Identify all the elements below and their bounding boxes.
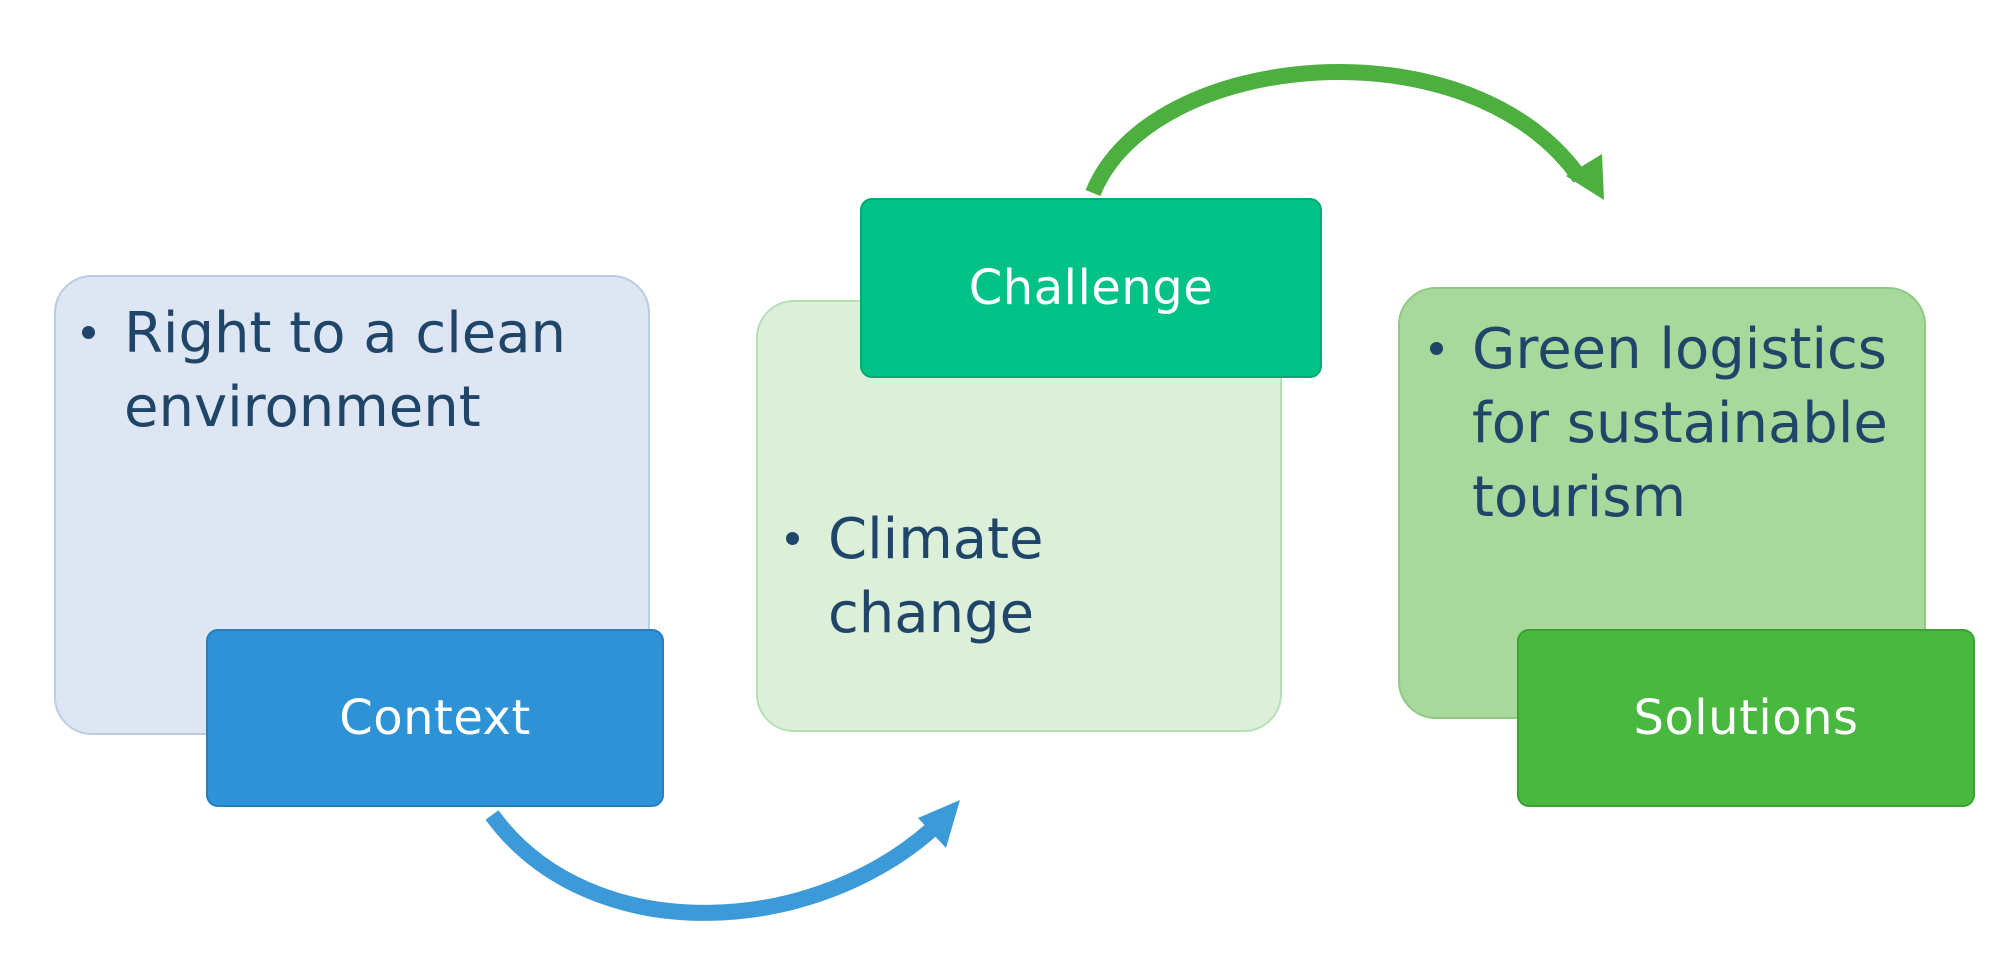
challenge-label: Challenge [968,260,1214,316]
context-label: Context [339,690,531,746]
arrow-context-to-challenge-head [918,800,960,848]
solutions-bullets: Green logistics for sustainable tourism [1426,313,1916,535]
challenge-bullet-item: Climate change [782,503,1252,651]
arrow-challenge-to-solutions-head [1566,154,1604,200]
context-bullets: Right to a clean environment [78,297,638,445]
context-label-box: Context [206,629,664,807]
solutions-bullet-item: Green logistics for sustainable tourism [1426,313,1916,535]
challenge-bullets: Climate change [782,503,1252,651]
solutions-label: Solutions [1633,690,1859,746]
solutions-label-box: Solutions [1517,629,1975,807]
arrow-challenge-to-solutions [1085,64,1587,197]
context-bullet-item: Right to a clean environment [78,297,638,445]
challenge-label-box: Challenge [860,198,1322,378]
arrow-context-to-challenge [485,810,950,921]
